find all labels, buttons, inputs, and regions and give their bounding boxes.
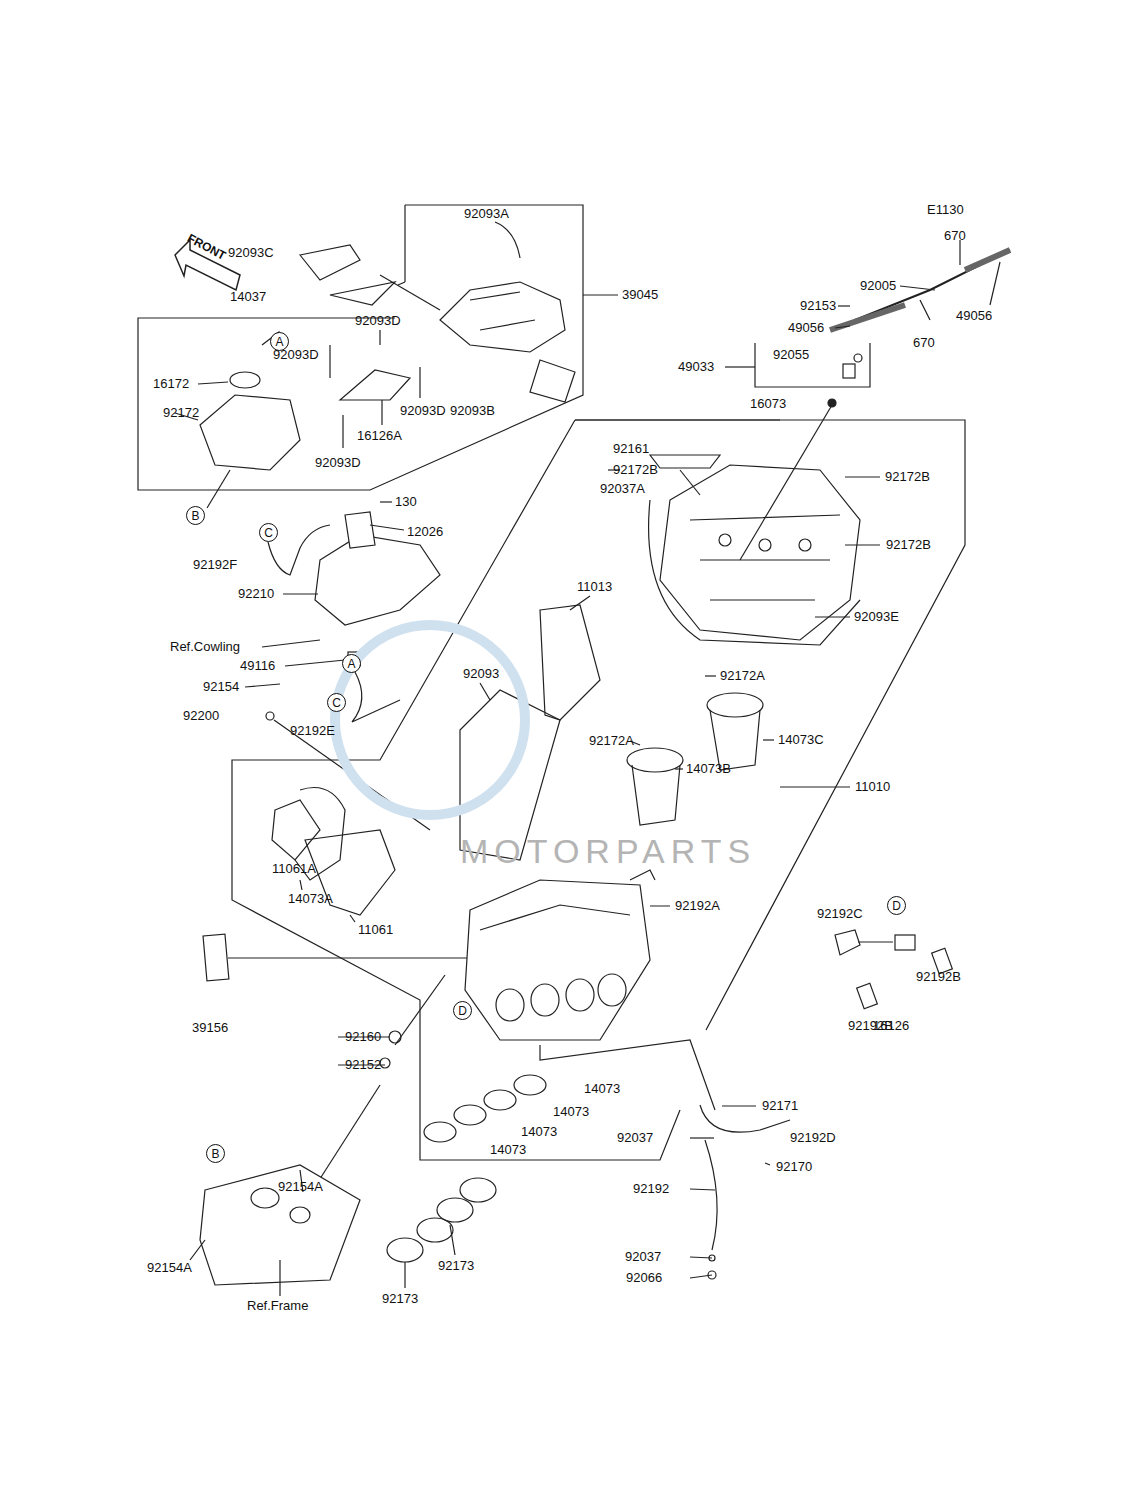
callout-number: 92160 xyxy=(345,1029,381,1044)
callout-number: 11061A xyxy=(272,861,316,876)
callout-number: 92154A xyxy=(278,1179,323,1194)
callout-number: 92200 xyxy=(183,708,219,723)
callout-number: 92192F xyxy=(193,557,237,572)
callout-number: 130 xyxy=(395,494,417,509)
callout-number: 92037A xyxy=(600,481,645,496)
callout-number: 92093D xyxy=(355,313,401,328)
callout-letter: C xyxy=(332,697,341,709)
callout-number: 92172B xyxy=(885,469,930,484)
callout-number: 92093D xyxy=(315,455,361,470)
callout-number: 92037 xyxy=(625,1249,661,1264)
callout-number: 12026 xyxy=(407,524,443,539)
callout-number: 92066 xyxy=(626,1270,662,1285)
callout-number: Ref.Frame xyxy=(247,1298,308,1313)
callout-number: 92192B xyxy=(916,969,961,984)
callout-number: 14073A xyxy=(288,891,333,906)
callout-number: 39156 xyxy=(192,1020,228,1035)
callout-number: 92093C xyxy=(228,245,274,260)
callout-number: 92152 xyxy=(345,1057,381,1072)
callout-letter: A xyxy=(347,658,355,670)
callout-number: 11010 xyxy=(855,779,890,794)
callout-number: 92192E xyxy=(290,723,335,738)
callout-number: 92093E xyxy=(854,609,899,624)
callout-circle: B xyxy=(206,1144,225,1163)
callout-letter: B xyxy=(191,510,199,522)
callout-number: 49056 xyxy=(956,308,992,323)
callout-letter: D xyxy=(892,900,901,912)
callout-number: 92172B xyxy=(613,462,658,477)
callout-number: 92173 xyxy=(438,1258,474,1273)
callout-number: 92192A xyxy=(675,898,720,913)
callout-number: 49056 xyxy=(788,320,824,335)
callout-number: 92171 xyxy=(762,1098,798,1113)
callout-number: 92153 xyxy=(800,298,836,313)
callout-letter: D xyxy=(458,1005,467,1017)
callout-number: Ref.Cowling xyxy=(170,639,240,654)
callout-number: 92093 xyxy=(463,666,499,681)
callout-number: 92170 xyxy=(776,1159,812,1174)
callout-number: 92172A xyxy=(589,733,634,748)
callout-number: 92093B xyxy=(450,403,495,418)
callout-letter: A xyxy=(275,336,283,348)
callout-number: 14073 xyxy=(521,1124,557,1139)
callout-number: 92210 xyxy=(238,586,274,601)
callout-number: 14073B xyxy=(686,761,731,776)
callout-number: 14073 xyxy=(553,1104,589,1119)
callout-number: 670 xyxy=(944,228,966,243)
callout-number: 92173 xyxy=(382,1291,418,1306)
callout-letter: B xyxy=(211,1148,219,1160)
callout-number: 92172A xyxy=(720,668,765,683)
callout-letter: C xyxy=(264,527,273,539)
watermark: MOTORPARTS xyxy=(460,832,756,871)
callout-number: 92192D xyxy=(790,1130,836,1145)
callout-number: 92172B xyxy=(886,537,931,552)
callout-number: E1130 xyxy=(927,202,964,217)
callout-number: 92154 xyxy=(203,679,239,694)
callout-number: 49033 xyxy=(678,359,714,374)
callout-number: 92005 xyxy=(860,278,896,293)
callout-circle: B xyxy=(186,506,205,525)
callout-number: 16126 xyxy=(873,1018,909,1033)
callout-circle: C xyxy=(259,523,278,542)
callout-number: 92037 xyxy=(617,1130,653,1145)
callout-number: 92093A xyxy=(464,206,509,221)
callout-number: 92161 xyxy=(613,441,649,456)
callout-number: 11013 xyxy=(577,579,612,594)
callout-number: 14073C xyxy=(778,732,824,747)
callout-number: 16126A xyxy=(357,428,402,443)
callout-number: 92093D xyxy=(273,347,319,362)
callout-number: 14037 xyxy=(230,289,266,304)
callout-number: 16073 xyxy=(750,396,786,411)
callout-circle: D xyxy=(453,1001,472,1020)
callout-number: 14073 xyxy=(584,1081,620,1096)
callout-number: 49116 xyxy=(240,658,275,673)
callout-number: 92093D xyxy=(400,403,446,418)
callout-number: 92192C xyxy=(817,906,863,921)
callout-number: 11061 xyxy=(358,922,393,937)
callout-number: 39045 xyxy=(622,287,658,302)
callout-circle: A xyxy=(342,654,361,673)
callout-number: 92154A xyxy=(147,1260,192,1275)
callout-number: 670 xyxy=(913,335,935,350)
callout-number: 92192 xyxy=(633,1181,669,1196)
callout-number: 16172 xyxy=(153,376,189,391)
callout-number: 92055 xyxy=(773,347,809,362)
callout-circle: D xyxy=(887,896,906,915)
callout-number: 92172 xyxy=(163,405,199,420)
callout-number: 14073 xyxy=(490,1142,526,1157)
callout-circle: C xyxy=(327,693,346,712)
